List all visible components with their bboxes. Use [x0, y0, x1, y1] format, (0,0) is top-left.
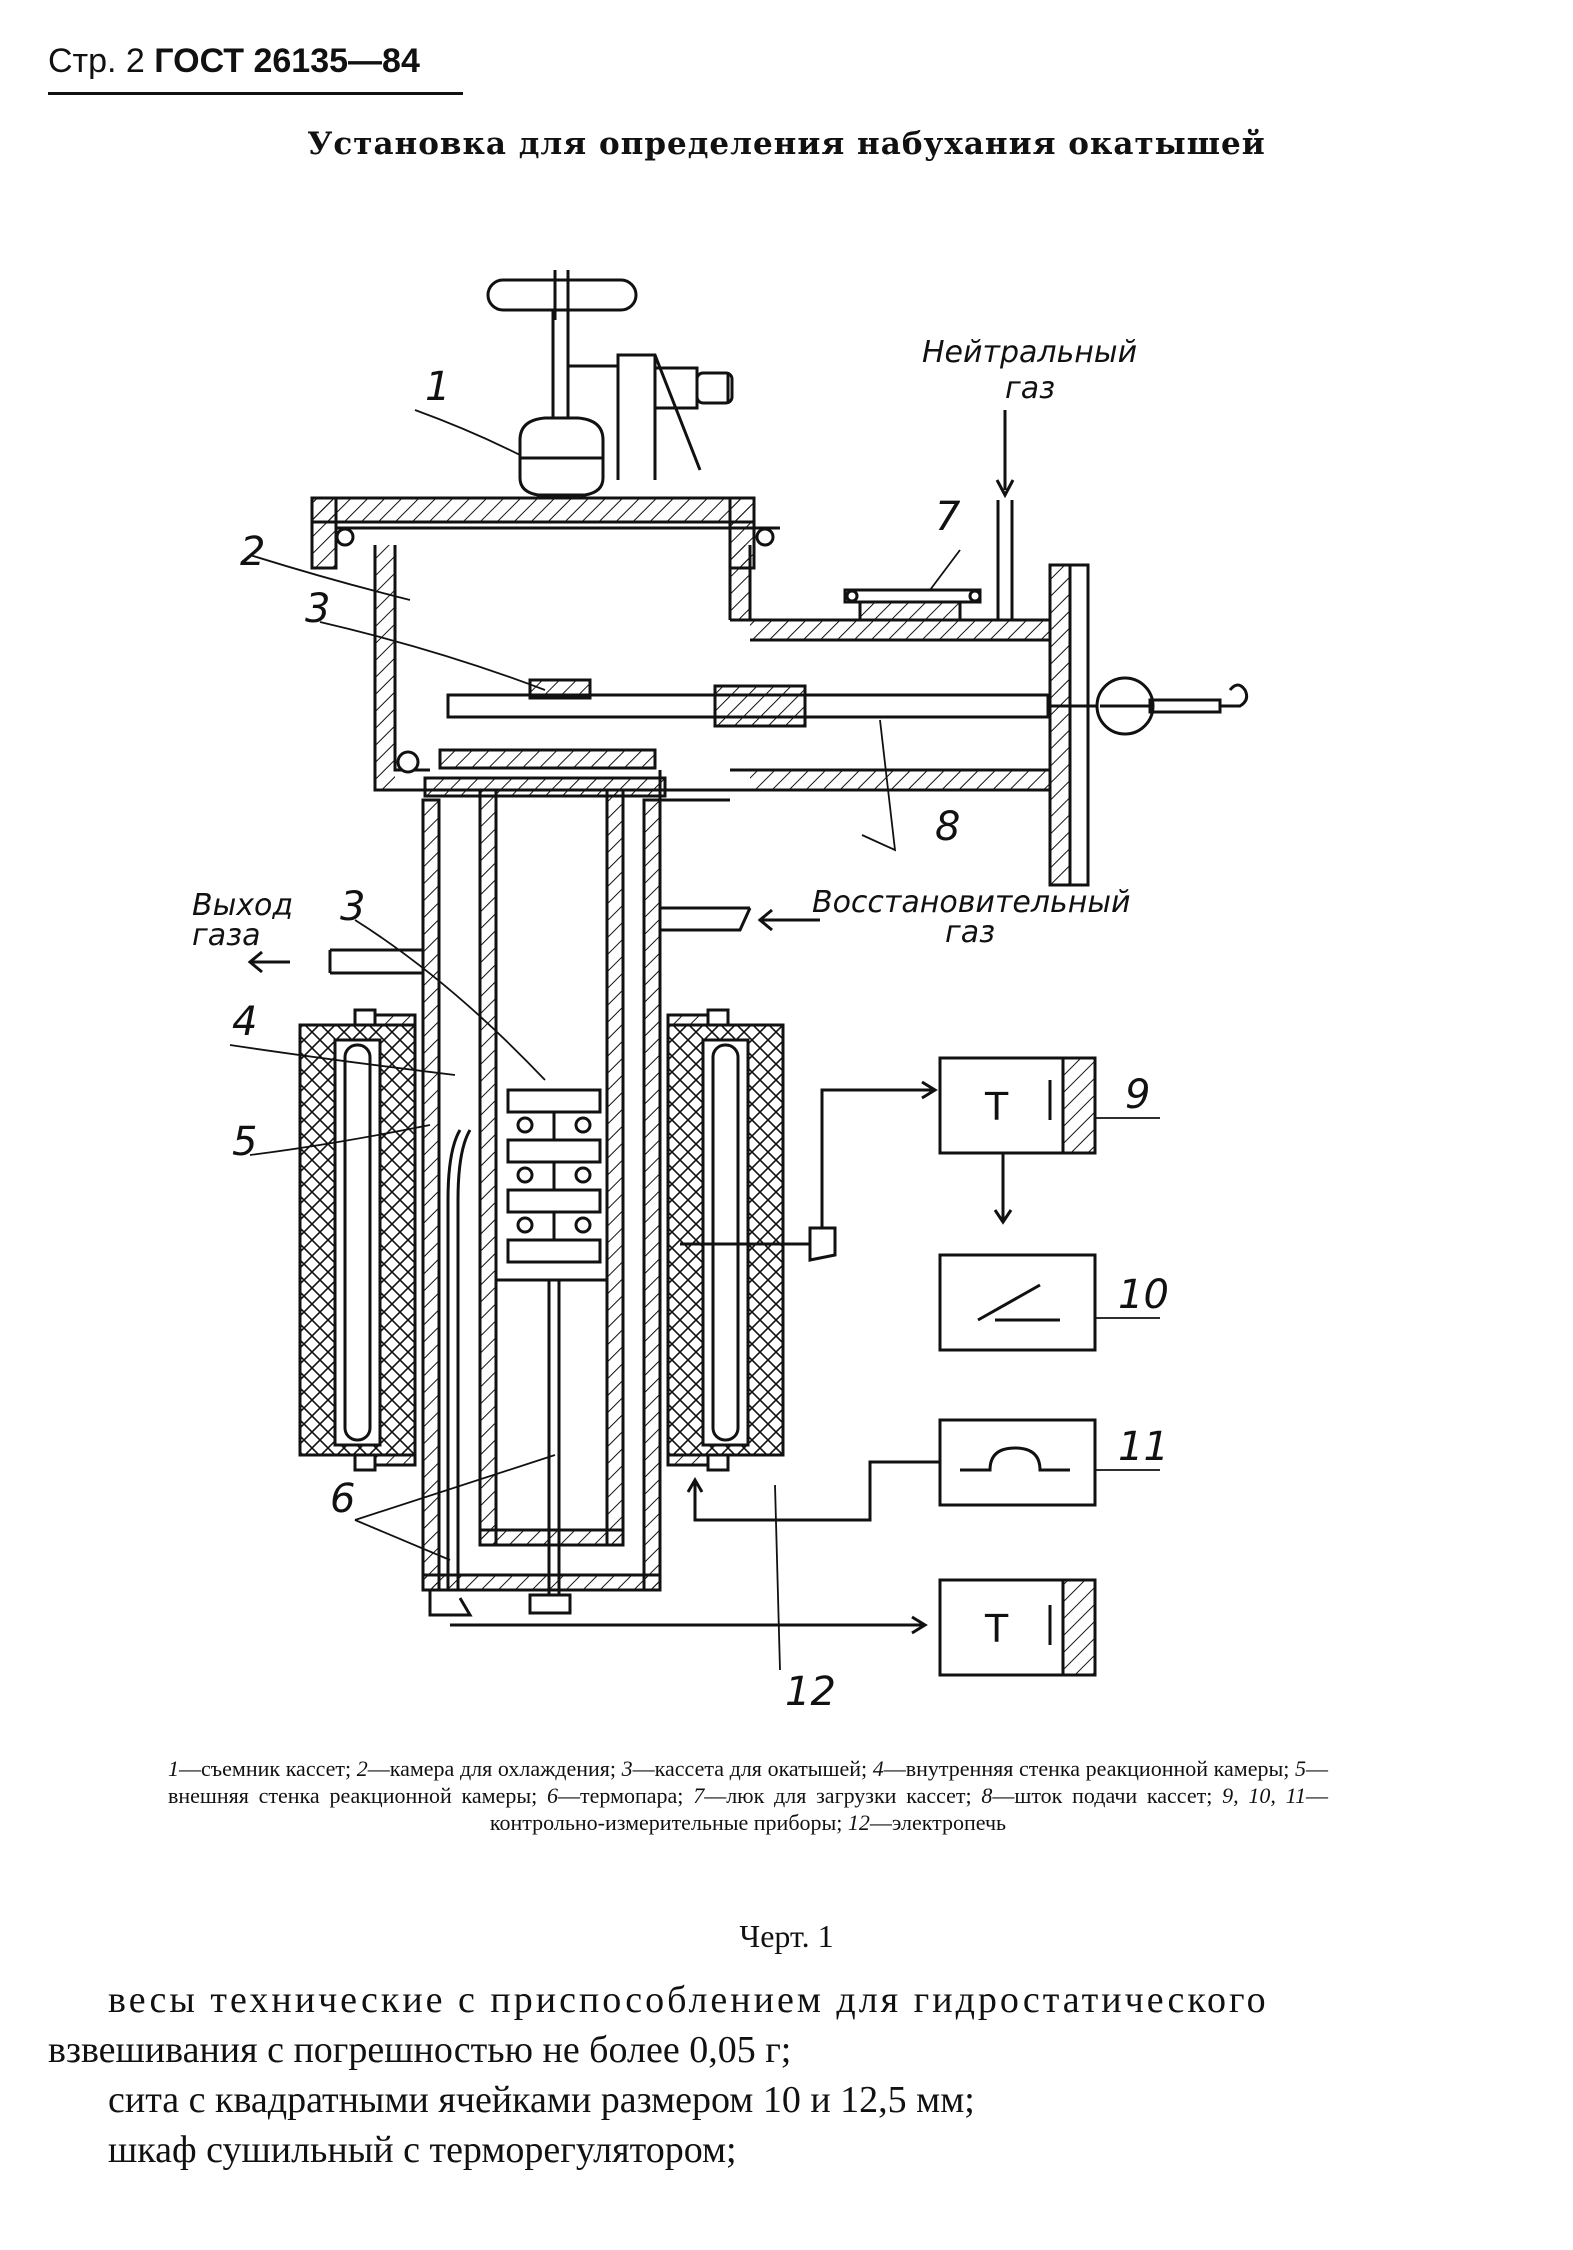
- label-7: 7: [935, 494, 961, 540]
- caption-item-6: 6—термопара;: [547, 1783, 694, 1808]
- label-11: 11: [1118, 1424, 1169, 1470]
- figure-caption: 1—съемник кассет; 2—камера для охлаждени…: [168, 1755, 1328, 1836]
- instrument-9: [938, 1056, 1097, 1155]
- body-line-3: сита с квадратными ячейками размером 10 …: [108, 2079, 975, 2121]
- caption-item-1: 1—съемник кассет;: [168, 1756, 357, 1781]
- body-text: весы технические с приспособлением для г…: [48, 1975, 1498, 2175]
- gas-exit-label-2: газа: [192, 918, 260, 953]
- header-rule: [48, 92, 463, 95]
- neutral-gas-label-1: Нейтральный: [922, 335, 1137, 370]
- figure-title: Установка для определения набухания окат…: [307, 126, 1266, 162]
- label-8: 8: [935, 804, 960, 850]
- body-line-4: шкаф сушильный с терморегулятором;: [108, 2129, 737, 2171]
- standard-code: ГОСТ 26135—84: [154, 42, 420, 80]
- page-number: Стр. 2: [48, 42, 145, 80]
- caption-item-4: 4—внутренняя стенка реакционной камеры;: [872, 1756, 1295, 1781]
- caption-item-3: 3—кассета для окатышей;: [621, 1756, 873, 1781]
- neutral-gas-label-2: газ: [1005, 371, 1055, 406]
- label-3b: 3: [340, 884, 365, 930]
- label-3a: 3: [305, 586, 330, 632]
- label-2: 2: [240, 529, 265, 575]
- gas-exit-label-1: Выход: [192, 888, 293, 923]
- caption-item-8: 8—шток подачи кассет;: [981, 1783, 1223, 1808]
- reducing-gas-label-1: Восстановительный: [812, 885, 1131, 920]
- label-4: 4: [232, 999, 257, 1045]
- handle-icon: [486, 270, 638, 478]
- label-9: 9: [1125, 1072, 1150, 1118]
- caption-item-2: 2—камера для охлаждения;: [356, 1756, 622, 1781]
- caption-item-7: 7—люк для загрузки кассет;: [693, 1783, 982, 1808]
- apparatus-diagram: 1 2 3 3 4 5 6 7 8 9 10 11 12 Нейтральный…: [192, 270, 1249, 1715]
- instrument-9-symbol: T: [984, 1085, 1009, 1129]
- instrument-10: [938, 1253, 1097, 1352]
- label-12: 12: [785, 1669, 836, 1715]
- instrument-11: [938, 1418, 1097, 1507]
- caption-item-12: 12—электропечь: [847, 1810, 1007, 1835]
- page-header: Стр. 2 ГОСТ 26135—84: [48, 42, 420, 81]
- label-10: 10: [1118, 1272, 1169, 1318]
- label-1: 1: [425, 364, 450, 410]
- body-line-1: весы технические с приспособлением для г…: [108, 1979, 1269, 2021]
- body-line-2: взвешивания с погрешностью не более 0,05…: [48, 2029, 792, 2071]
- instrument-bottom: [938, 1578, 1097, 1677]
- caption-item-5: 5—внешняя стенка реакционной камеры;: [168, 1756, 1328, 1808]
- cassette-stack: [506, 1088, 602, 1264]
- label-5: 5: [232, 1119, 257, 1165]
- instrument-bottom-symbol: T: [984, 1607, 1009, 1651]
- reducing-gas-label-2: газ: [945, 915, 995, 950]
- caption-item-9: 9, 10, 11—контрольно-измерительные прибо…: [489, 1783, 1329, 1835]
- label-6: 6: [330, 1476, 355, 1522]
- figure-number: Черт. 1: [739, 1918, 834, 1954]
